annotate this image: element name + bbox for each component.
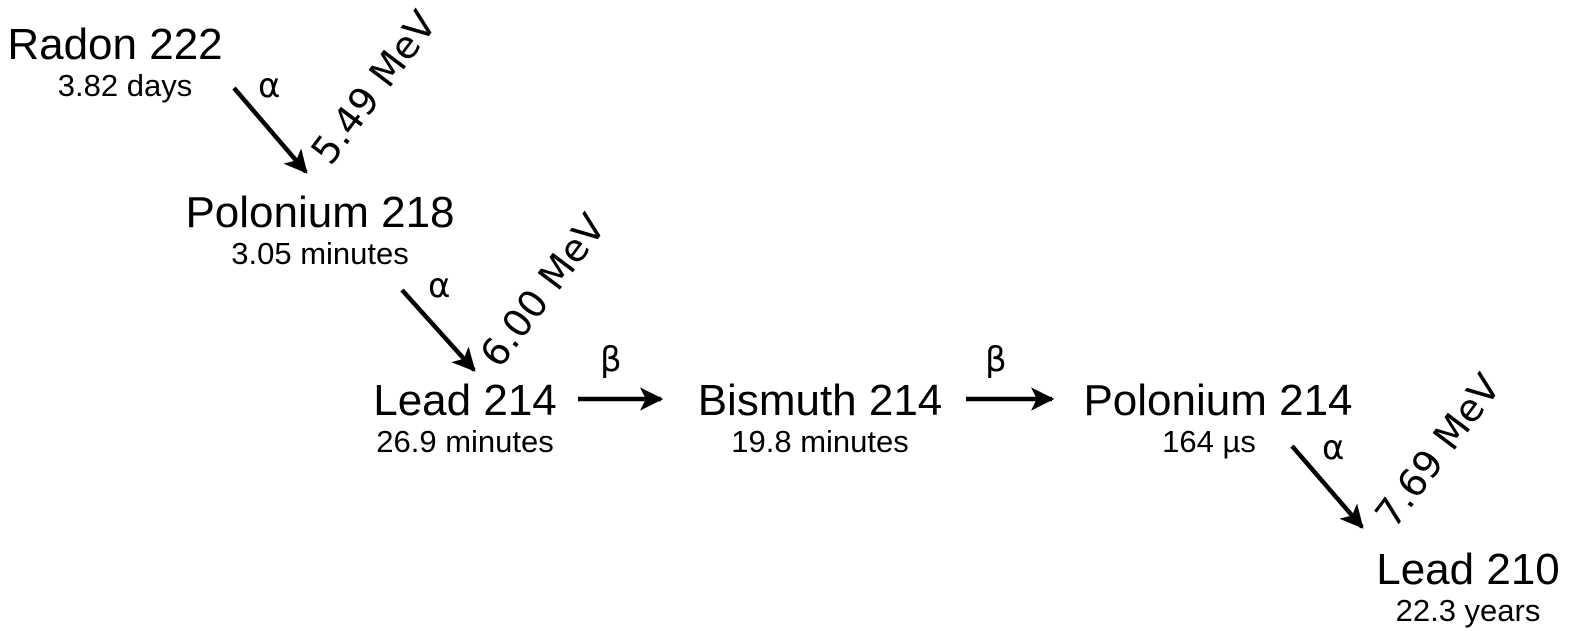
node-lead-214: Lead 214 26.9 minutes [350, 377, 580, 459]
node-radon-222: Radon 222 3.82 days [0, 21, 230, 103]
decay-arrow-2 [400, 288, 476, 372]
decay-type-label: α [258, 66, 281, 106]
node-half-life: 3.82 days [57, 68, 193, 103]
node-bismuth-214: Bismuth 214 19.8 minutes [675, 377, 965, 459]
node-name: Bismuth 214 [697, 376, 943, 425]
node-half-life: 22.3 years [1395, 593, 1541, 628]
node-name: Lead 210 [1376, 545, 1560, 594]
node-name: Radon 222 [7, 20, 223, 69]
decay-arrow-1 [232, 86, 308, 174]
decay-type-label: β [600, 340, 622, 380]
node-name: Polonium 218 [185, 188, 455, 237]
node-name: Lead 214 [373, 376, 557, 425]
decay-type-label: β [985, 340, 1007, 380]
node-name: Polonium 214 [1083, 376, 1353, 425]
node-half-life: 3.05 minutes [231, 236, 409, 271]
decay-arrow-5 [1290, 444, 1364, 529]
node-half-life: 19.8 minutes [731, 424, 909, 459]
node-lead-210: Lead 210 22.3 years [1358, 546, 1578, 628]
node-half-life: 26.9 minutes [376, 424, 554, 459]
node-polonium-218: Polonium 218 3.05 minutes [160, 189, 480, 271]
node-polonium-214: Polonium 214 164 µs [1058, 377, 1378, 459]
decay-type-label: α [428, 266, 451, 306]
decay-type-label: α [1322, 428, 1345, 468]
node-half-life: 164 µs [1162, 424, 1256, 459]
